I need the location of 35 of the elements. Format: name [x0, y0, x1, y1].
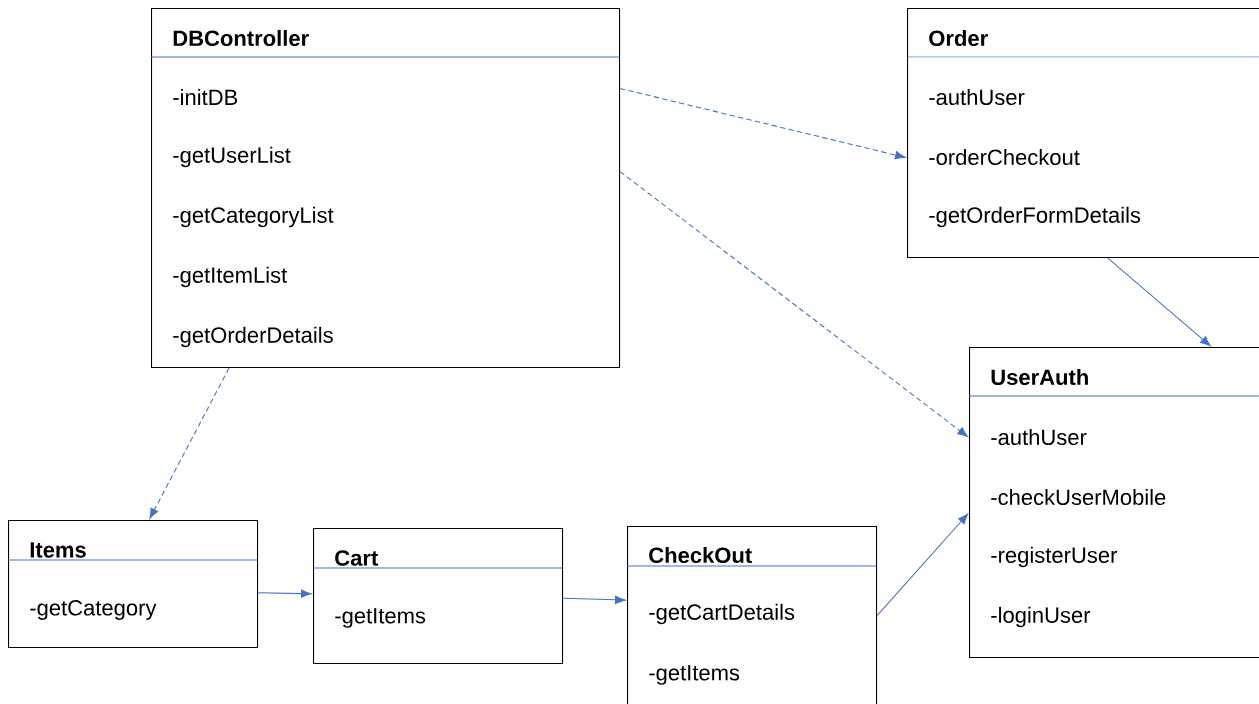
method-name: -getCartDetails — [649, 603, 795, 625]
class-box — [7, 520, 259, 649]
class-name: DBController — [173, 29, 309, 47]
arrow — [1107, 257, 1211, 347]
class-box — [906, 8, 1259, 259]
class-name: Items — [30, 542, 86, 558]
class-box — [968, 347, 1259, 659]
arrow — [257, 589, 312, 598]
arrow — [562, 595, 626, 605]
class-name: Order — [929, 29, 988, 47]
method-name: -orderCheckout — [929, 148, 1080, 166]
method-name: -authUser — [991, 428, 1087, 446]
method-name: -getUserList — [173, 146, 291, 168]
class-name: CheckOut — [649, 546, 752, 564]
class-box — [312, 528, 564, 665]
class-box — [626, 526, 878, 704]
method-name: -getItemList — [173, 266, 288, 288]
method-name: -getOrderDetails — [173, 326, 333, 348]
arrow — [619, 87, 906, 160]
method-name: -initDB — [173, 88, 238, 106]
method-name: -getOrderFormDetails — [929, 206, 1141, 228]
method-name: -checkUserMobile — [991, 488, 1166, 506]
method-name: -getCategory — [30, 600, 157, 620]
method-name: -getItems — [335, 608, 426, 628]
method-name: -getCategoryList — [173, 206, 334, 228]
method-name: -loginUser — [991, 606, 1091, 628]
class-name: UserAuth — [991, 368, 1088, 386]
class-name: Cart — [335, 550, 378, 566]
class-box — [150, 8, 621, 369]
arrow — [619, 171, 968, 437]
method-name: -getItems — [649, 665, 740, 685]
arrow — [876, 513, 969, 617]
method-name: -registerUser — [991, 546, 1118, 568]
method-name: -authUser — [929, 88, 1025, 106]
arrow — [149, 367, 230, 519]
